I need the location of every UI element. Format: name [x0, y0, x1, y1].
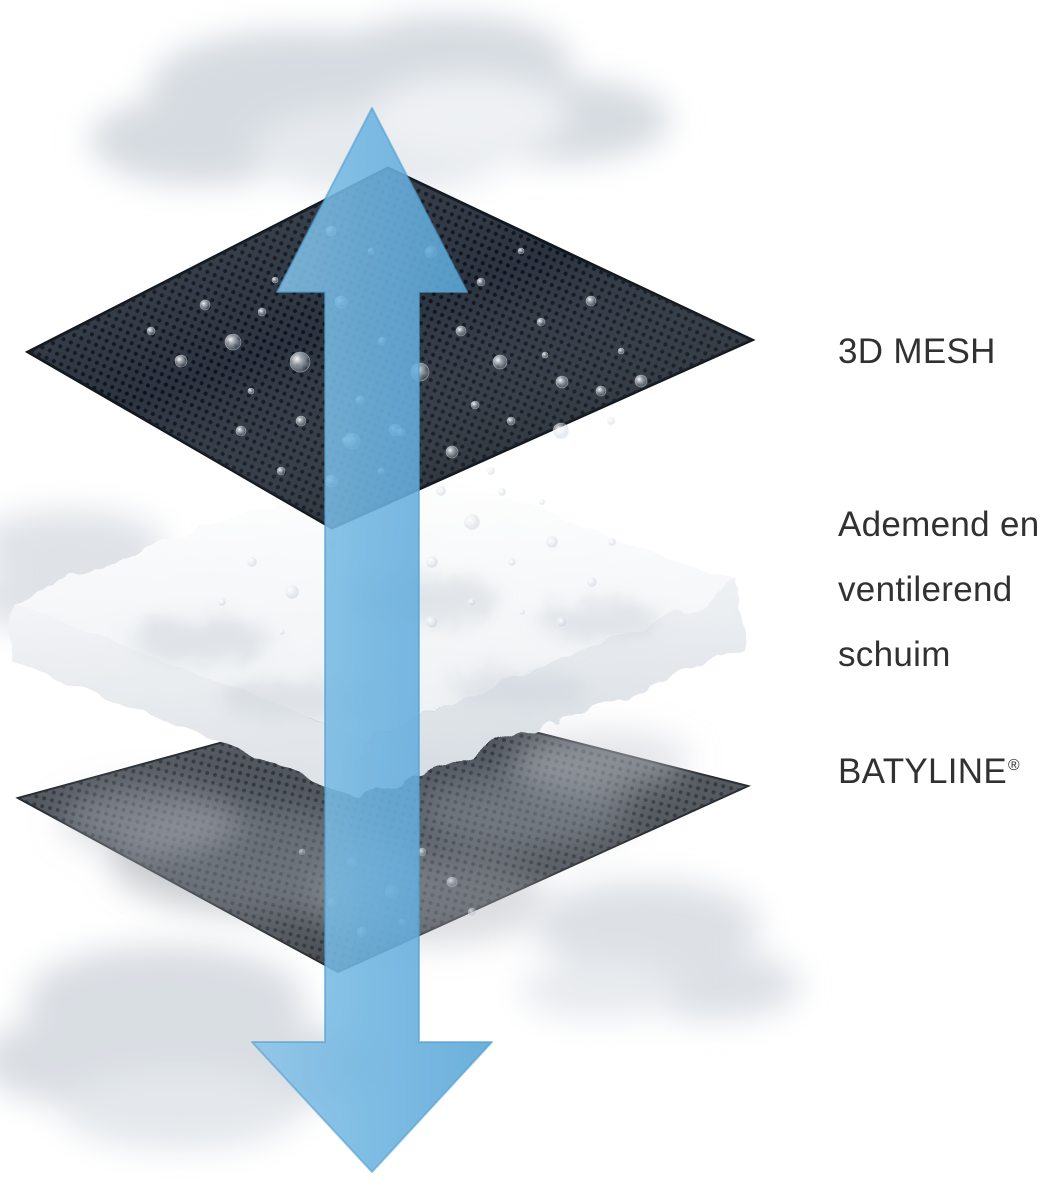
cloud-top	[90, 15, 670, 195]
label-foam-line1: Ademend en	[838, 505, 1040, 544]
airflow-arrow	[251, 107, 493, 1173]
foam-left-face	[10, 602, 362, 798]
label-batyline-registered-mark: ®	[1008, 757, 1020, 775]
label-batyline: BATYLINE®	[838, 752, 1020, 792]
cloud-bottom-right	[520, 880, 800, 1020]
label-foam-line2: ventilerend	[838, 570, 1013, 609]
label-foam: Ademend en ventilerend schuim	[838, 492, 1039, 687]
label-3d-mesh: 3D MESH	[838, 332, 996, 371]
label-batyline-text: BATYLINE	[838, 752, 1008, 791]
label-foam-line3: schuim	[838, 635, 951, 674]
